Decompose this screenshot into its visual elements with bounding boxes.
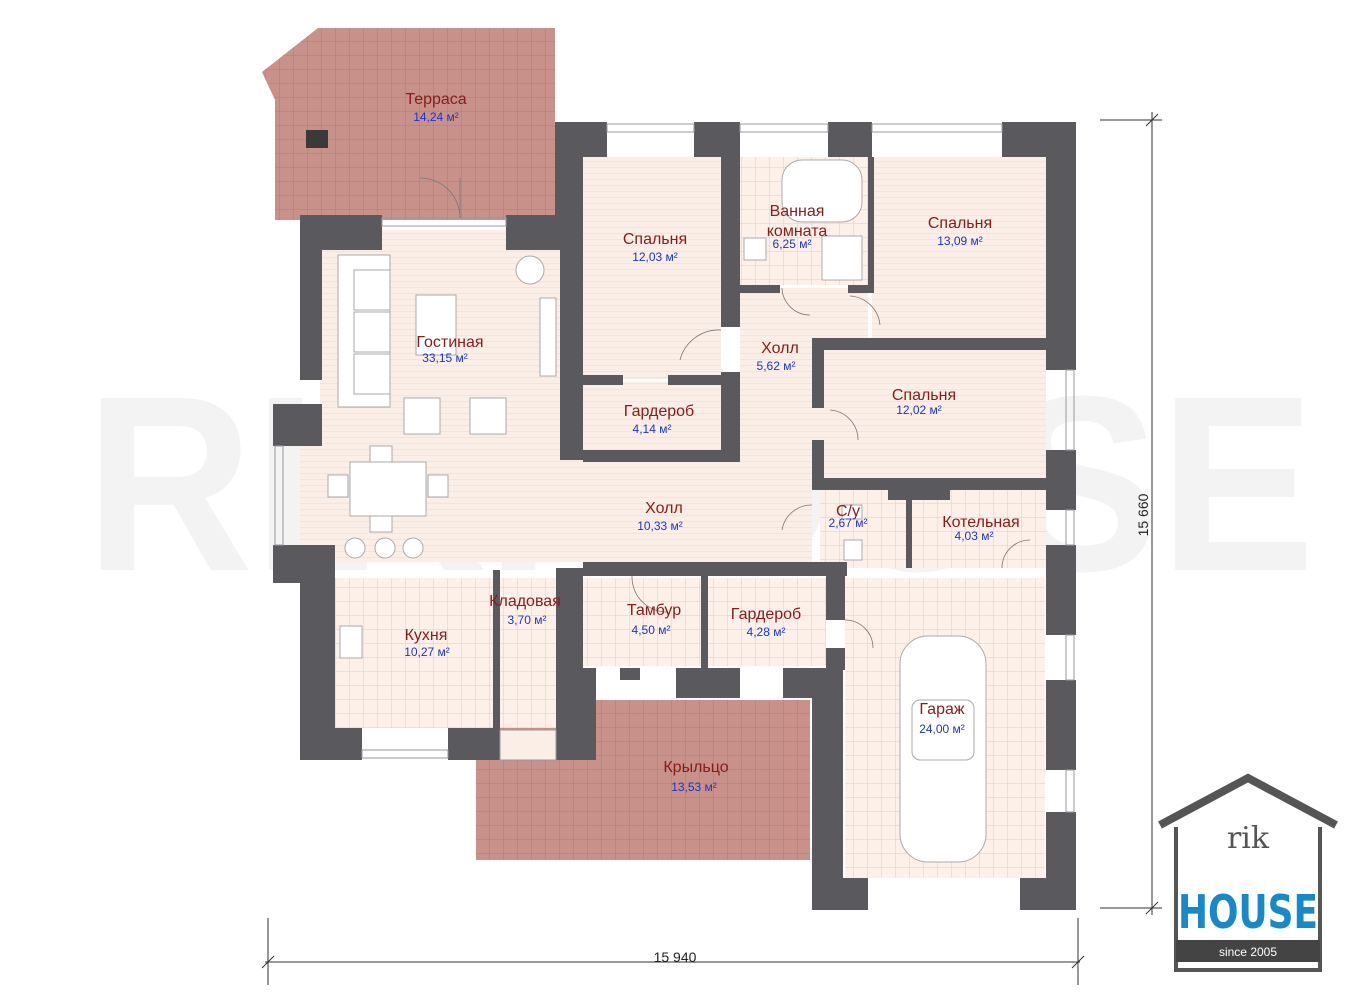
bedroom-3-area: 12,02 м² bbox=[896, 403, 942, 417]
bathroom-name-2: комната bbox=[767, 223, 828, 240]
pantry-name: Кладовая bbox=[489, 593, 561, 610]
wc-area: 2,67 м² bbox=[829, 516, 868, 530]
hall-1-area: 5,62 м² bbox=[757, 359, 796, 373]
garage-area: 24,00 м² bbox=[919, 722, 965, 736]
pantry-area: 3,70 м² bbox=[508, 613, 547, 627]
boiler-name: Котельная bbox=[942, 514, 1019, 531]
hall-1-name: Холл bbox=[761, 340, 799, 357]
bedroom-1-name: Спальня bbox=[623, 231, 687, 248]
terrace-area: 14,24 м² bbox=[413, 110, 459, 124]
width-dimension: 15 940 bbox=[654, 949, 697, 965]
walls bbox=[273, 122, 1076, 910]
vestibule-floor bbox=[583, 578, 701, 666]
bedroom-3-floor bbox=[820, 348, 1046, 478]
terrace-name: Терраса bbox=[405, 91, 466, 108]
height-dimension: 15 660 bbox=[1135, 493, 1151, 536]
rikhouse-logo: rik HOUSE since 2005 bbox=[1158, 773, 1338, 972]
furniture bbox=[327, 159, 987, 863]
wardrobe-2-name: Гардероб bbox=[731, 606, 801, 623]
bedroom-2-floor bbox=[872, 157, 1046, 347]
porch-area: 13,53 м² bbox=[671, 780, 717, 794]
bedroom-2-name: Спальня bbox=[928, 215, 992, 232]
wc-floor bbox=[820, 490, 906, 568]
terrace-chimney bbox=[306, 130, 328, 148]
terrace-floor bbox=[262, 28, 555, 220]
wardrobe-1-name: Гардероб bbox=[624, 403, 694, 420]
windows bbox=[274, 123, 1075, 813]
boiler-area: 4,03 м² bbox=[955, 529, 994, 543]
wc-name: С/у bbox=[836, 503, 860, 520]
living-room-name: Гостиная bbox=[416, 334, 483, 351]
hall-2-name: Холл bbox=[645, 500, 683, 517]
vestibule-area: 4,50 м² bbox=[632, 623, 671, 637]
pantry-floor bbox=[500, 578, 560, 728]
dimension-lines bbox=[261, 112, 1162, 985]
bathroom-name-1: Ванная bbox=[770, 203, 825, 220]
logo-house: HOUSE bbox=[1178, 885, 1318, 939]
logo-since: since 2005 bbox=[1219, 945, 1277, 959]
boiler-floor bbox=[912, 490, 1046, 568]
kitchen-area: 10,27 м² bbox=[404, 645, 450, 659]
wardrobe-1-area: 4,14 м² bbox=[633, 422, 672, 436]
hall-2-area: 10,33 м² bbox=[637, 519, 683, 533]
bedroom-1-area: 12,03 м² bbox=[632, 250, 678, 264]
living-room-area: 33,15 м² bbox=[422, 351, 468, 365]
kitchen-name: Кухня bbox=[405, 627, 448, 644]
bedroom-2-area: 13,09 м² bbox=[937, 234, 983, 248]
bathroom-area: 6,25 м² bbox=[773, 237, 812, 251]
bedroom-3-name: Спальня bbox=[892, 387, 956, 404]
porch-name: Крыльцо bbox=[663, 759, 728, 776]
room-labels: Терраса 14,24 м² Спальня 12,03 м² Ванная… bbox=[404, 91, 1020, 794]
doors bbox=[419, 177, 1031, 649]
garage-name: Гараж bbox=[919, 701, 964, 718]
bedroom-1-floor bbox=[583, 157, 721, 379]
wardrobe-2-floor bbox=[708, 578, 826, 666]
logo-rik: rik bbox=[1227, 821, 1270, 856]
logo-since-band bbox=[1176, 940, 1320, 962]
wardrobe-2-area: 4,28 м² bbox=[747, 625, 786, 639]
vestibule-name: Тамбур bbox=[627, 602, 681, 619]
